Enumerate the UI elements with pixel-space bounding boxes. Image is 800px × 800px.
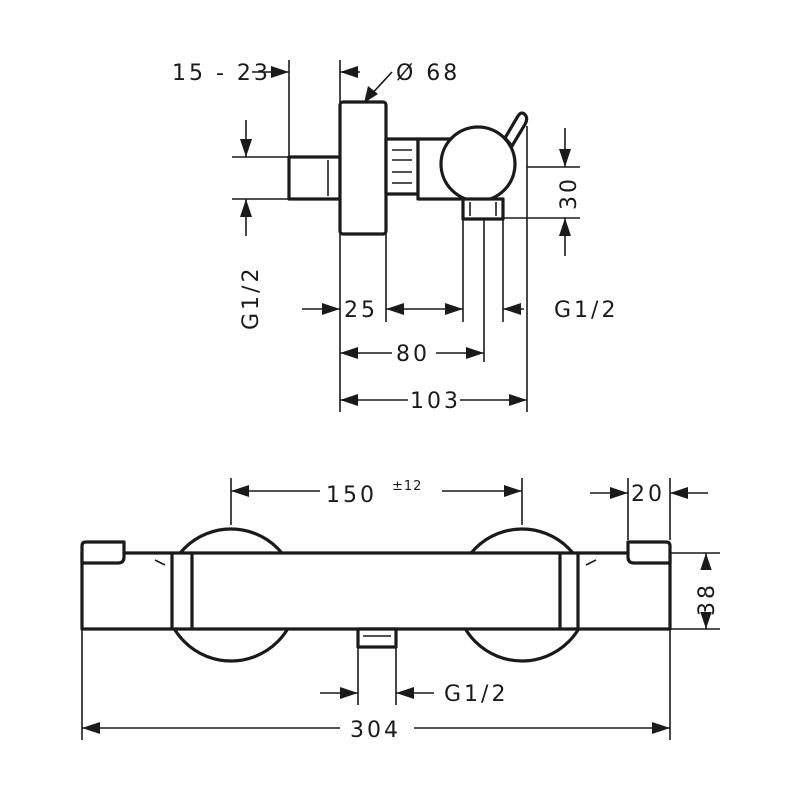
mixer-bar [80, 551, 672, 631]
union-nut [384, 137, 420, 196]
dim-end-cap: 20 [631, 482, 665, 507]
dim-103: 103 [410, 389, 461, 414]
outlet-connector [356, 627, 398, 649]
dim-150-tolerance: ±12 [392, 479, 422, 494]
dim-thread-left: G1/2 [239, 266, 264, 330]
bottom-outlet [461, 197, 505, 221]
dim-80: 80 [396, 342, 430, 367]
dim-body-height: 38 [695, 582, 720, 616]
end-cap-right [626, 540, 672, 565]
side-view: 15 - 23 Ø 68 G1/2 30 25 G1/2 80 [172, 60, 618, 414]
wall-connector [287, 155, 342, 201]
dim-outlet-thread: G1/2 [444, 682, 508, 707]
dim-overall-length: 304 [350, 718, 401, 743]
dim-25: 25 [344, 298, 378, 323]
dim-150: 150 [326, 483, 377, 508]
escutcheon-side [338, 100, 388, 236]
dim-thread-right: G1/2 [554, 298, 618, 323]
end-cap-left [80, 540, 126, 565]
dim-wall-offset: 15 - 23 [172, 61, 271, 86]
control-lever [503, 111, 529, 148]
front-view: 150 ±12 20 38 G1/2 304 [80, 478, 720, 743]
dim-diameter: Ø 68 [396, 61, 460, 86]
dim-height: 30 [557, 176, 582, 210]
